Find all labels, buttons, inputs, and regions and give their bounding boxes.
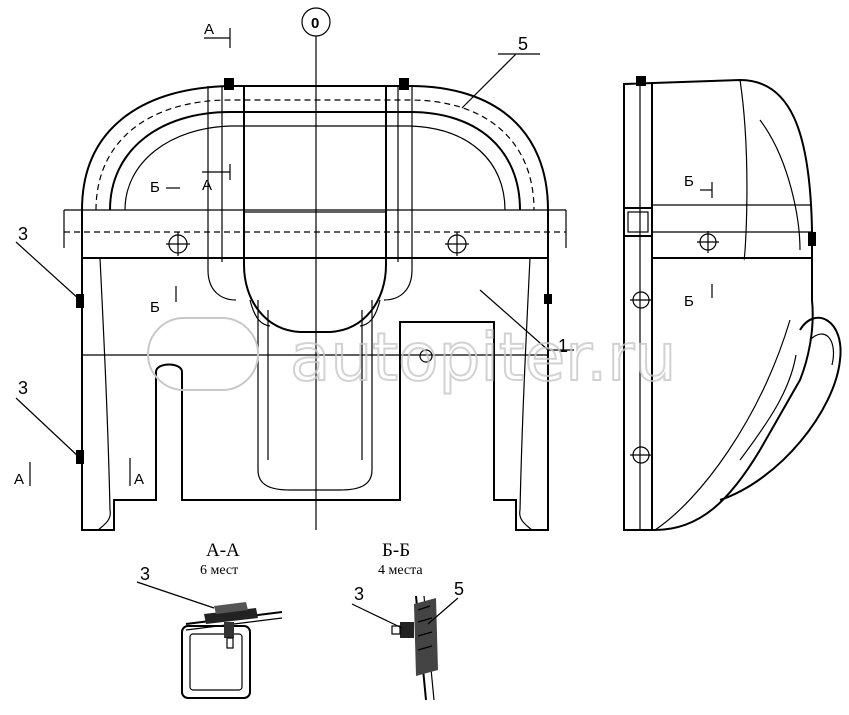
callout-3-section-aa: 3: [140, 564, 150, 584]
callout-3-section-bb: 3: [354, 584, 364, 604]
section-mark-b-side1: Б: [684, 173, 694, 190]
section-aa-detail: [181, 602, 283, 699]
front-view: 0: [63, 7, 567, 531]
section-mark-a-top: А: [204, 21, 214, 38]
section-mark-a-mid: А: [202, 177, 212, 194]
section-mark-b-left1: Б: [150, 179, 160, 196]
callout-labels: 5 3 3 1 3 3 5: [18, 34, 568, 604]
frame-dashed-centerline: [95, 99, 535, 211]
section-bb-detail: [391, 595, 438, 701]
leader-lines: [15, 53, 574, 629]
frame-inner-contour: [109, 111, 521, 211]
side-view: [623, 76, 842, 531]
bolt-markers: [76, 78, 552, 464]
section-mark-a-left: А: [14, 471, 24, 488]
section-mark-a-right: А: [134, 471, 144, 488]
section-aa-title: А-А: [206, 540, 240, 561]
frame-outer-contour: [81, 85, 549, 531]
watermark-text: autopiter.ru: [290, 319, 676, 396]
callout-3-lower: 3: [18, 378, 28, 398]
section-aa-note: 6 мест: [200, 563, 238, 578]
callout-5-section-bb: 5: [454, 579, 464, 599]
section-bb-title: Б-Б: [382, 540, 410, 561]
section-marks: А А А А Б Б Б Б: [14, 21, 713, 488]
axis-marker-label: 0: [311, 15, 319, 32]
callout-3-upper: 3: [18, 224, 28, 244]
callout-1: 1: [558, 336, 568, 356]
section-titles: А-А 6 мест Б-Б 4 места: [200, 540, 423, 578]
watermark: autopiter.ru: [147, 317, 677, 397]
callout-5: 5: [518, 34, 528, 54]
section-bb-note: 4 места: [378, 563, 423, 578]
section-mark-b-left2: Б: [150, 299, 160, 316]
axis-marker-circle: [301, 7, 331, 37]
central-housing: [243, 86, 387, 333]
section-mark-b-side2: Б: [684, 293, 694, 310]
